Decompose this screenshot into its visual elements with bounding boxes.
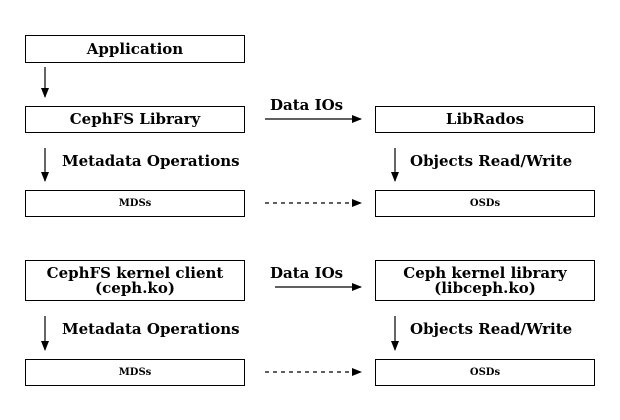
data-ios-label-bottom: Data IOs [270, 264, 344, 282]
application-box: Application [25, 35, 245, 63]
cephfs-library-box: CephFS Library [25, 106, 245, 133]
mds-label-bottom: MDSs [118, 367, 152, 378]
mds-label: MDSs [118, 198, 152, 209]
librados-label: LibRados [445, 110, 525, 128]
mds-box-bottom: MDSs [25, 359, 245, 386]
cephfs-kernel-client-box: CephFS kernel client (ceph.ko) [25, 260, 245, 301]
cephfs-library-label: CephFS Library [69, 110, 201, 128]
application-label: Application [86, 39, 184, 58]
metadata-operations-label-bottom: Metadata Operations [62, 320, 240, 338]
metadata-operations-label: Metadata Operations [62, 152, 240, 170]
osd-box: OSDs [375, 190, 595, 217]
osd-label: OSDs [469, 198, 501, 209]
mds-box: MDSs [25, 190, 245, 217]
objects-read-write-label: Objects Read/Write [410, 152, 573, 170]
objects-read-write-label-bottom: Objects Read/Write [410, 320, 573, 338]
osd-label-bottom: OSDs [469, 367, 501, 378]
ceph-kernel-library-label: Ceph kernel library (libceph.ko) [403, 263, 567, 297]
cephfs-kernel-client-label: CephFS kernel client (ceph.ko) [46, 263, 224, 297]
data-ios-label: Data IOs [270, 96, 344, 114]
librados-box: LibRados [375, 106, 595, 133]
osd-box-bottom: OSDs [375, 359, 595, 386]
ceph-kernel-library-box: Ceph kernel library (libceph.ko) [375, 260, 595, 301]
